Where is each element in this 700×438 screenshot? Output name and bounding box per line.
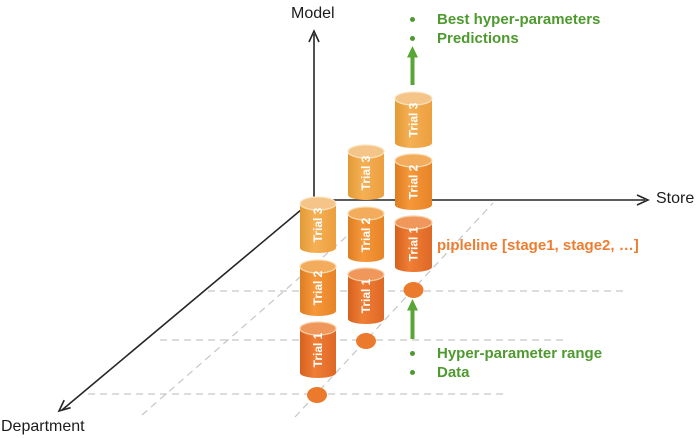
list-item: Predictions <box>410 29 600 48</box>
data-dot <box>307 387 327 403</box>
list-item: Best hyper-parameters <box>410 10 600 29</box>
cylinder-trial1: Trial 1 <box>299 321 337 378</box>
grid-diagonal-line <box>294 202 494 418</box>
cylinder-trial3: Trial 3 <box>299 196 337 253</box>
store-axis-arrowhead-icon <box>636 194 650 206</box>
bullet-icon <box>410 351 415 356</box>
list-item: Hyper-parameter range <box>410 344 602 363</box>
output-annotation-list: Best hyper-parameters Predictions <box>410 10 600 48</box>
department-axis <box>61 198 315 411</box>
cylinder-label: Trial 1 <box>311 332 325 367</box>
department-axis-arrowhead-icon <box>57 399 71 413</box>
input-annotation-list: Hyper-parameter range Data <box>410 344 602 382</box>
output-arrow-icon <box>407 46 418 85</box>
bullet-icon <box>410 36 415 41</box>
data-dot <box>403 282 424 298</box>
bullet-icon <box>410 17 415 22</box>
cylinder-trial2: Trial 2 <box>347 206 385 262</box>
cylinder-column-front: Trial 3 Trial 2 Trial 1 <box>394 91 433 272</box>
cylinder-label: Trial 3 <box>359 155 373 190</box>
cylinder-label: Trial 2 <box>311 270 325 305</box>
cylinder-label: Trial 1 <box>407 226 421 261</box>
cylinder-label: Trial 3 <box>311 207 325 242</box>
department-axis-label: Department <box>1 418 85 435</box>
list-item-text: Data <box>437 364 470 381</box>
cylinder-label: Trial 1 <box>359 278 373 313</box>
model-axis-arrowhead-icon <box>308 29 320 43</box>
pipeline-annotation: pipleline [stage1, stage2, …] <box>437 237 639 254</box>
list-item-text: Hyper-parameter range <box>437 345 603 362</box>
cylinder-label: Trial 3 <box>407 102 421 137</box>
cylinder-trial3: Trial 3 <box>347 144 385 200</box>
list-item-text: Predictions <box>437 30 519 47</box>
cylinder-label: Trial 2 <box>359 217 373 252</box>
list-item-text: Best hyper-parameters <box>437 11 601 28</box>
input-arrow-icon <box>407 299 418 339</box>
flow-arrows <box>407 46 418 339</box>
data-dot <box>356 333 376 349</box>
cylinder-trial1: Trial 1 <box>394 215 433 272</box>
data-dots <box>307 282 424 403</box>
cylinder-trial2: Trial 2 <box>299 259 337 316</box>
axes <box>57 29 650 413</box>
cylinder-column-back: Trial 3 Trial 2 Trial 1 <box>299 196 337 378</box>
bullet-icon <box>410 370 415 375</box>
cylinder-label: Trial 2 <box>407 164 421 199</box>
model-axis-label: Model <box>291 5 335 22</box>
cylinder-trial3: Trial 3 <box>394 91 433 148</box>
cylinder-trial1: Trial 1 <box>347 267 385 324</box>
store-axis-label: Store <box>656 190 695 207</box>
cylinder-column-middle: Trial 3 Trial 2 Trial 1 <box>347 144 385 324</box>
list-item: Data <box>410 363 602 382</box>
cylinder-trial2: Trial 2 <box>394 153 433 210</box>
